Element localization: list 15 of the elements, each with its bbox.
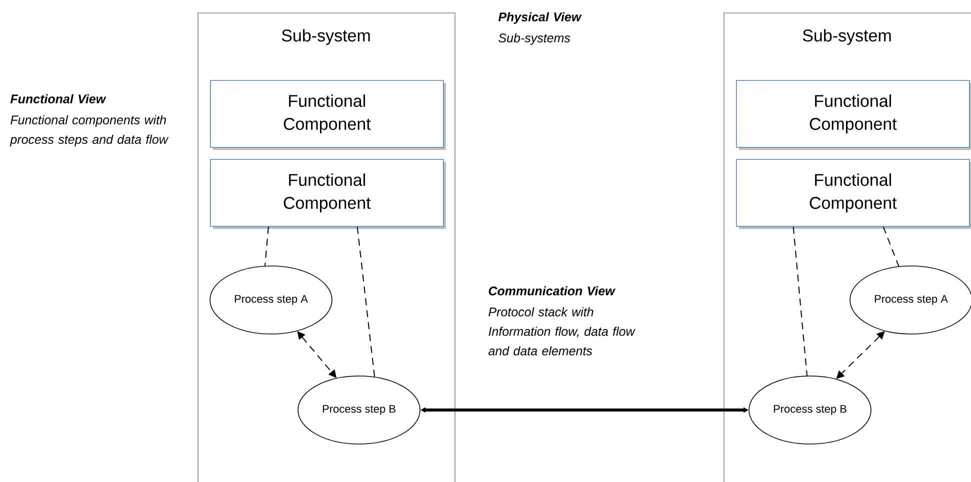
view-heading: Functional View xyxy=(10,94,106,104)
connector-line xyxy=(264,226,269,266)
view-description: Protocol stack with Information flow, data flow and data elements xyxy=(488,307,636,356)
view-heading: Communication View xyxy=(488,286,616,296)
connector-line xyxy=(356,226,376,378)
connector-line xyxy=(792,226,808,376)
component-box: Functional Component xyxy=(210,159,446,229)
arrow xyxy=(836,331,885,379)
component-box: Functional Component xyxy=(210,80,446,150)
component-box: Functional Component xyxy=(736,159,971,229)
view-description: Functional components with process steps and data flow xyxy=(10,115,169,146)
view-description: Sub-systems xyxy=(498,33,570,45)
connector-line xyxy=(882,226,900,267)
component-box: Functional Component xyxy=(736,80,971,150)
view-heading: Physical View xyxy=(498,12,582,24)
